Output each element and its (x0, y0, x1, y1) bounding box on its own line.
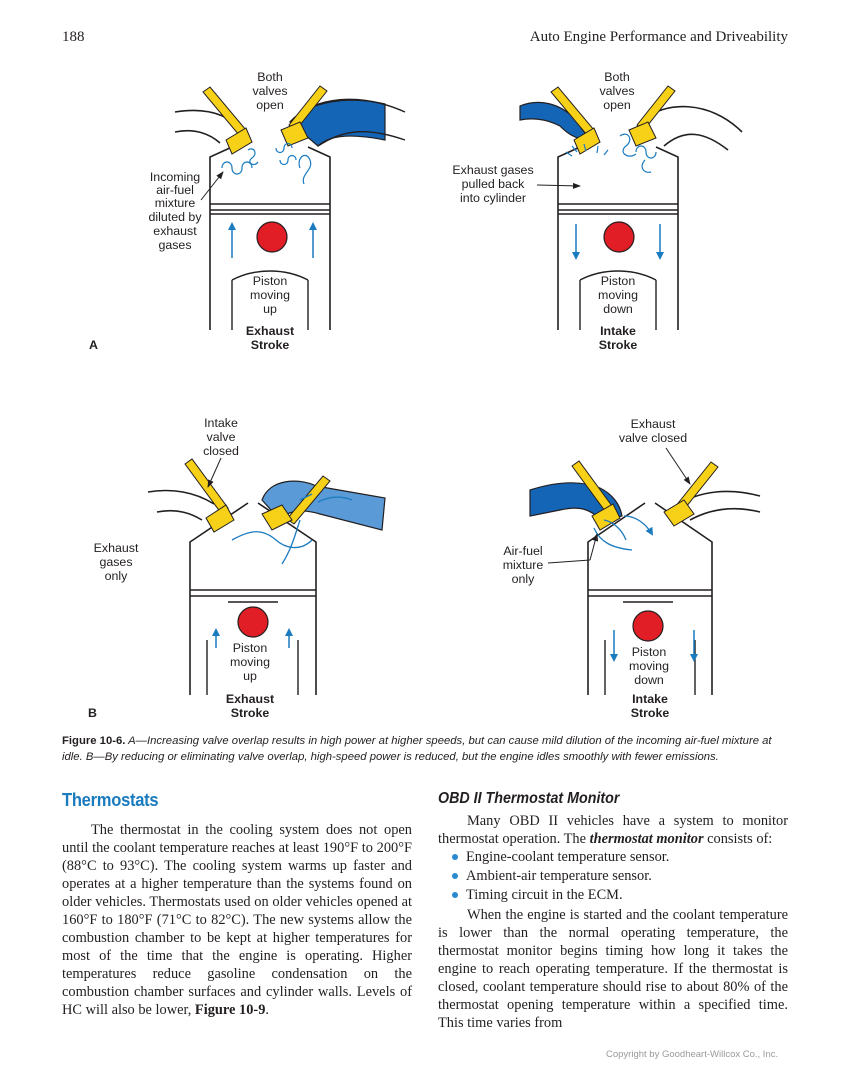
list-item: Engine-coolant temperature sensor. (452, 848, 788, 867)
mixture-flow (565, 133, 657, 173)
cylinder-wall (557, 146, 679, 330)
cylinder-wall (209, 146, 331, 330)
piston-pin (603, 221, 635, 253)
piston (190, 589, 316, 695)
piston-pin (632, 610, 664, 642)
component-list: Engine-coolant temperature sensor. Ambie… (438, 848, 788, 905)
figure-reference: Figure 10-9 (194, 1002, 266, 1018)
intake-flow (593, 515, 652, 551)
list-item: Ambient-air temperature sensor. (452, 867, 788, 886)
mixture-swirl (221, 142, 312, 185)
leader-arrow (589, 533, 599, 561)
bullet-icon (452, 892, 458, 898)
bullet-icon (452, 854, 458, 860)
intake-valve (184, 458, 235, 533)
page-number: 188 (62, 29, 85, 45)
piston-pin (237, 606, 269, 638)
intake-port (519, 101, 592, 141)
exhaust-valve (628, 85, 676, 147)
left-column: Thermostats The thermostat in the coolin… (62, 790, 412, 1019)
panel-letter-b: B (88, 706, 97, 720)
piston (558, 203, 678, 330)
body-paragraph: The thermostat in the cooling system doe… (62, 822, 412, 1018)
intake-valve (550, 86, 601, 155)
intake-valve (571, 460, 621, 531)
leader-arrow (665, 447, 691, 485)
piston (210, 203, 330, 330)
key-term: thermostat monitor (589, 831, 704, 847)
figure-caption: Figure 10-6. A—Increasing valve overlap … (62, 733, 789, 765)
section-heading-thermostat-monitor: OBD II Thermostat Monitor (438, 790, 620, 807)
running-head: Auto Engine Performance and Driveability (529, 29, 788, 45)
leader-line (547, 559, 591, 564)
exhaust-valve (663, 461, 719, 527)
intake-valve (280, 85, 328, 147)
exhaust-valve (202, 86, 253, 155)
caption-text: A—Increasing valve overlap results in hi… (62, 735, 772, 763)
intro-paragraph: Many OBD II vehicles have a system to mo… (438, 813, 788, 847)
panel-letter-a: A (89, 338, 98, 352)
piston-pin (256, 221, 288, 253)
exhaust-valve (261, 475, 331, 531)
bullet-icon (452, 873, 458, 879)
leader-arrow (207, 457, 222, 488)
right-column: OBD II Thermostat Monitor Many OBD II ve… (438, 790, 788, 1032)
section-heading-thermostats: Thermostats (62, 790, 159, 810)
exhaust-port (147, 489, 215, 521)
figure-number: Figure 10-6. (62, 735, 126, 747)
copyright-notice: Copyright by Goodheart-Willcox Co., Inc. (606, 1049, 779, 1060)
body-paragraph: When the engine is started and the coola… (438, 907, 788, 1031)
leader-arrow (536, 182, 581, 189)
piston (588, 589, 712, 695)
exhaust-flow (231, 493, 353, 565)
leader-arrow (200, 171, 224, 201)
list-item: Timing circuit in the ECM. (452, 886, 788, 905)
